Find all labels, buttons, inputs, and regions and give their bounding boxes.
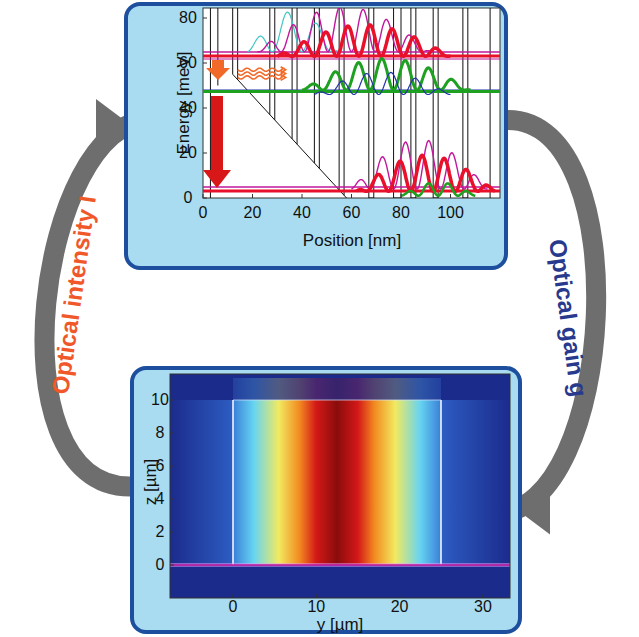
plot-panel: Energy [meV]Position [nm] xyxy=(124,2,508,270)
tick-label: 60 xyxy=(179,55,197,71)
optical-mode xyxy=(233,400,441,565)
tick-label: 4 xyxy=(156,491,165,507)
tick-label: 10 xyxy=(307,599,325,615)
tick-label: 8 xyxy=(156,425,165,441)
tick-label: 80 xyxy=(179,10,197,26)
tick-label: 0 xyxy=(184,190,193,206)
tick-label: 10 xyxy=(151,392,169,408)
arrow-head xyxy=(96,99,124,141)
tick-label: 20 xyxy=(391,599,409,615)
axis-ticks xyxy=(203,18,451,198)
plot-panel: z [µm]y [µm] xyxy=(130,366,522,634)
tick-label: 0 xyxy=(156,557,165,573)
panel-frame xyxy=(126,4,506,268)
ridge-wall xyxy=(232,400,234,565)
arrow-head xyxy=(522,492,550,534)
axis-title: y [µm] xyxy=(317,616,364,633)
tick-label: 0 xyxy=(229,599,238,615)
tick-label: 80 xyxy=(392,205,410,221)
axis-ticks xyxy=(170,400,483,598)
tick-label: 2 xyxy=(156,524,165,540)
tick-label: 40 xyxy=(293,205,311,221)
ridge-wall xyxy=(440,400,442,565)
edge-label: Optical gain g xyxy=(545,238,591,398)
plot-area xyxy=(203,8,500,198)
plot-area xyxy=(170,374,510,598)
panel-frame xyxy=(132,368,520,632)
tick-label: 60 xyxy=(343,205,361,221)
tick-label: 20 xyxy=(179,145,197,161)
energy-levels xyxy=(203,52,500,191)
tick-label: 6 xyxy=(156,458,165,474)
axis-title: Position [nm] xyxy=(303,232,401,249)
tick-label: 20 xyxy=(244,205,262,221)
tick-label: 0 xyxy=(199,205,208,221)
substrate-line xyxy=(170,564,510,566)
transition-arrows xyxy=(203,60,286,188)
tick-label: 100 xyxy=(437,205,464,221)
tick-label: 30 xyxy=(474,599,492,615)
tick-label: 40 xyxy=(179,100,197,116)
wavefunctions xyxy=(248,8,496,196)
